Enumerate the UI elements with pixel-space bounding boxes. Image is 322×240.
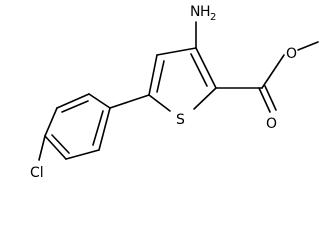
chlorophenyl-ring (44, 93, 111, 160)
bond-ester-o-methyl (297, 41, 319, 51)
carbonyl-oxygen-label: O (266, 116, 277, 132)
bond-s-c2 (193, 87, 217, 110)
ring-sulfur-label: S (176, 112, 185, 128)
bond-carbonyl-o-double-a (258, 87, 271, 113)
amino-nitrogen-label: N (190, 4, 200, 20)
amino-hydrogen-label: H (200, 4, 211, 20)
thiophene-ring (148, 47, 217, 112)
bond-c5-phenyl (109, 94, 150, 109)
bond-c4-c5 (148, 54, 158, 96)
bond-carbonyl-o-double-b (264, 85, 277, 111)
bond-carbonyl-ester-o (261, 54, 285, 89)
bond-ph4-cl (38, 135, 46, 161)
methyl-ester-group (215, 41, 319, 113)
bond-c2-c3-inner (190, 53, 208, 87)
bond-c3-c4 (156, 47, 197, 56)
bond-ph5-ph6 (65, 149, 100, 160)
bond-ph2-ph3 (56, 93, 90, 109)
ester-oxygen-label: O (286, 46, 297, 62)
chemical-structure: N H 2 S O O Cl (30, 4, 319, 181)
amino-hydrogen-count: 2 (210, 12, 216, 23)
bond-c4-c5-inner (156, 60, 165, 93)
bond-c5-s (148, 94, 171, 112)
bond-c2-c3 (195, 47, 217, 89)
bond-ph4-ph5 (44, 135, 67, 160)
bond-ph2-ph3-inner (61, 100, 89, 113)
bond-ph6-ph1-inner (92, 110, 104, 146)
bond-ph3-ph4 (44, 107, 58, 137)
bond-ph1-ph2 (88, 93, 111, 109)
bond-ph6-ph1 (98, 107, 111, 151)
bond-ph4-ph5-inner (51, 134, 70, 154)
chlorine-label: Cl (30, 165, 44, 181)
